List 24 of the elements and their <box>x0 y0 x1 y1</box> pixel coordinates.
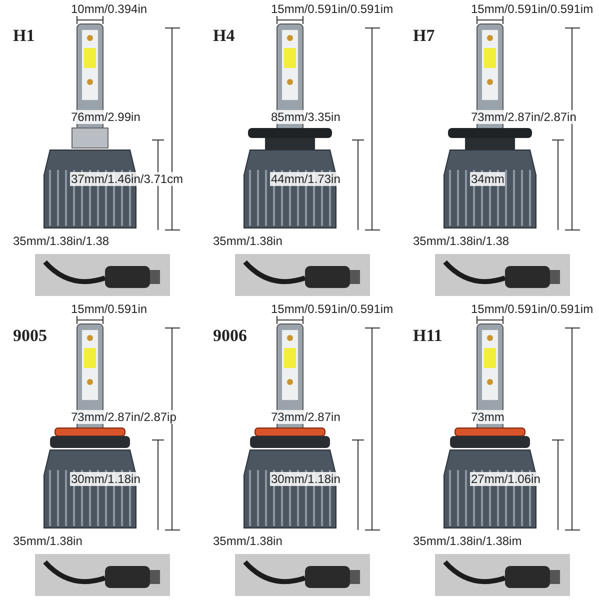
dimension-label: 15mm/0.591in <box>70 302 148 316</box>
dimension-label: 30mm/1.18in <box>270 472 342 486</box>
dimension-label: 73mm/2.87in/2.87in <box>470 110 578 124</box>
dimension-label: 15mm/0.591in/0.591im <box>470 2 594 16</box>
dimension-label: 27mm/1.06in <box>470 472 542 486</box>
dimension-label: 15mm/0.591in/0.591im <box>270 2 394 16</box>
dimension-label: 35mm/1.38in/1.38im <box>412 534 523 548</box>
dimension-label: 85mm/3.35in <box>270 110 342 124</box>
dimension-label: 35mm/1.38in <box>212 234 284 248</box>
dimension-label: 15mm/0.591in/0.591im <box>470 302 594 316</box>
dimension-label: 73mm/2.87in <box>270 410 342 424</box>
dimension-label: 76mm/2.99in <box>70 110 142 124</box>
dimension-label: 30mm/1.18in <box>70 472 142 486</box>
dimension-label: 35mm/1.38in <box>212 534 284 548</box>
dimension-label: 44mm/1.73in <box>270 172 342 186</box>
dimension-label: 73mm <box>470 410 506 424</box>
dimension-label: 35mm/1.38in/1.38 <box>412 234 510 248</box>
dimension-label: 15mm/0.591in/0.591im <box>270 302 394 316</box>
dimension-label: 73mm/2.87in/2.87ip <box>70 410 178 424</box>
dimension-label: 37mm/1.46in/3.71cm <box>70 172 184 186</box>
dimension-label: 35mm/1.38in <box>12 534 84 548</box>
dimension-label: 35mm/1.38in/1.38 <box>12 234 110 248</box>
dimension-label: 10mm/0.394in <box>70 2 148 16</box>
dimension-label: 34mm <box>470 172 506 186</box>
